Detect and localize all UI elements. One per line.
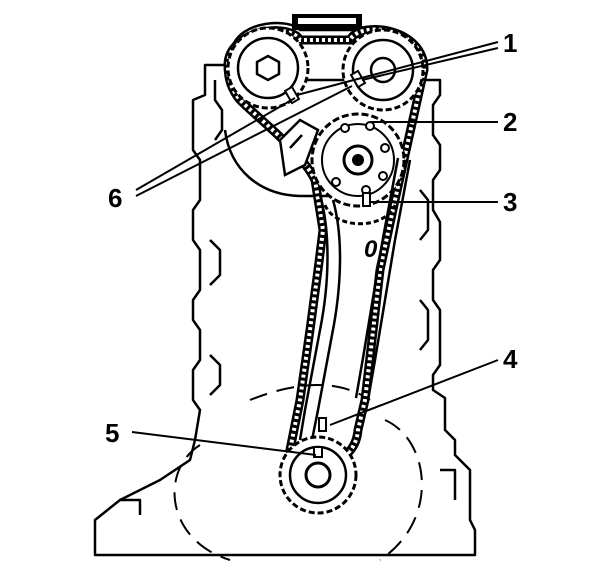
cover-top-plate xyxy=(292,14,362,30)
callout-3: 3 xyxy=(503,187,517,217)
callout-2: 2 xyxy=(503,107,517,137)
crankcase-dashed-outline xyxy=(173,384,423,561)
chain-tensioner-guide xyxy=(298,194,342,441)
callout-labels: 1 2 3 4 5 6 xyxy=(105,28,518,448)
chain-guide-right xyxy=(354,157,412,401)
tensioner-bracket xyxy=(278,118,320,177)
intermediate-lower-gear xyxy=(323,204,397,226)
callout-4: 4 xyxy=(503,344,518,374)
crankshaft-sprocket xyxy=(278,435,358,515)
intermediate-sprocket xyxy=(310,112,406,208)
engine-block-outline xyxy=(93,63,477,557)
block-casting-mark: 0 xyxy=(364,236,378,263)
intake-cam-sprocket xyxy=(226,26,310,110)
exhaust-cam-sprocket xyxy=(341,28,425,112)
callout-5: 5 xyxy=(105,418,119,448)
callout-1: 1 xyxy=(503,28,517,58)
leader-lines xyxy=(131,41,499,456)
callout-6: 6 xyxy=(108,183,122,213)
